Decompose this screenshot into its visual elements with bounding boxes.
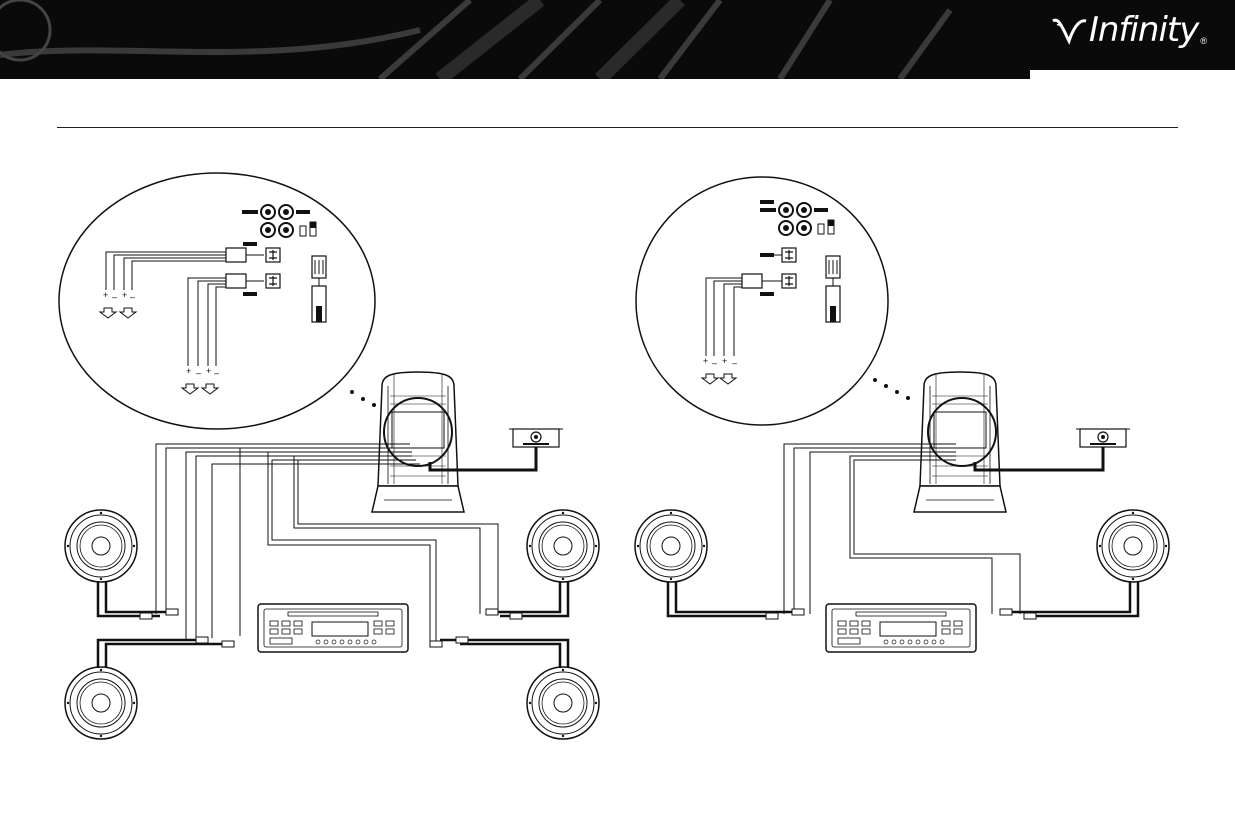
bass-remote-icon (1076, 429, 1130, 447)
rear-left-speaker-icon (65, 667, 137, 739)
svg-text:–: – (196, 368, 201, 378)
front-right-speaker-icon (527, 510, 599, 582)
svg-text:–: – (712, 358, 717, 368)
head-unit-icon (258, 604, 408, 652)
rear-right-speaker-icon (527, 667, 599, 739)
detail-callout-circle (636, 177, 888, 425)
svg-text:–: – (130, 292, 135, 302)
front-left-speaker-icon (65, 510, 137, 582)
speaker-input-block-2-icon (782, 274, 796, 288)
subwoofer-amplifier-icon (914, 372, 1006, 512)
svg-text:–: – (732, 358, 737, 368)
head-unit-icon (826, 604, 976, 652)
diagram-two-speaker: +–+– (635, 177, 1169, 652)
svg-text:–: – (112, 292, 117, 302)
svg-text:+: + (122, 290, 127, 300)
bass-remote-icon (509, 429, 563, 447)
speaker-input-block-1-icon (782, 248, 796, 262)
svg-text:+: + (206, 366, 211, 376)
detail-callout-circle (59, 173, 375, 429)
svg-text:+: + (722, 356, 727, 366)
left-speaker-icon (635, 510, 707, 582)
right-speaker-icon (1097, 510, 1169, 582)
diagram-four-speaker: +–+– +–+– (59, 173, 599, 739)
svg-text:+: + (703, 356, 708, 366)
svg-text:–: – (214, 368, 219, 378)
speaker-input-block-2-icon (266, 274, 280, 288)
svg-text:+: + (103, 290, 108, 300)
speaker-input-block-1-icon (266, 248, 280, 262)
svg-text:+: + (186, 366, 191, 376)
